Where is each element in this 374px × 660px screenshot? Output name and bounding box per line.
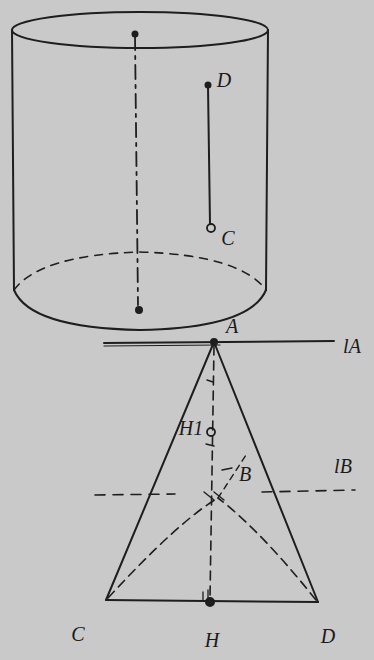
point-label: C [221, 228, 234, 248]
cylinder [12, 12, 268, 330]
point-label: H1 [179, 418, 203, 438]
point-label: H [205, 630, 219, 650]
tangent-line [104, 341, 334, 343]
point-label: D [217, 70, 231, 90]
point-label: B [239, 464, 251, 484]
tetrahedron [106, 339, 318, 606]
point-label: C [71, 624, 84, 644]
point-label: lB [334, 456, 352, 476]
point-label: D [321, 626, 335, 646]
point-label: lA [343, 336, 361, 356]
dashed-line [95, 494, 175, 495]
point-label: A [226, 316, 238, 336]
